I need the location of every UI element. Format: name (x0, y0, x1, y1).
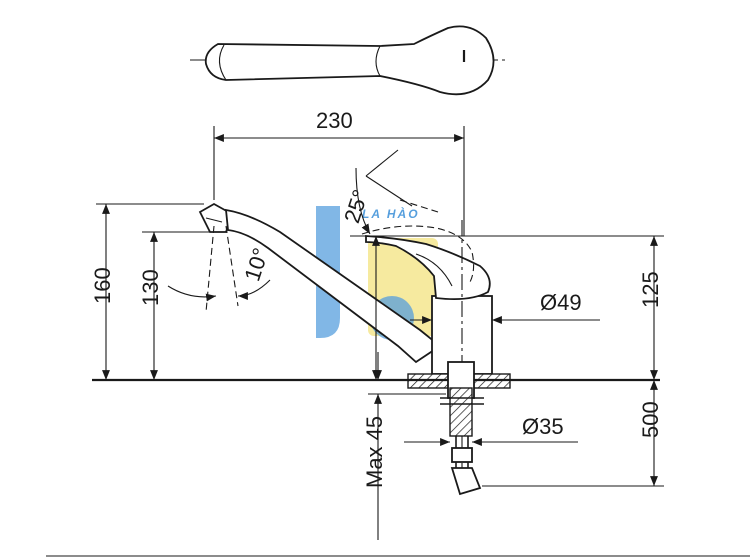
dimension-width-230: 230 (213, 108, 465, 236)
top-view-handle (190, 25, 508, 96)
watermark-text: LA HÀO (362, 206, 420, 221)
dimension-max-45: Max 45 (362, 352, 446, 540)
faucet-side-view (92, 202, 660, 496)
angle-25: 25° (339, 149, 439, 235)
dimension-diameter-35: Ø35 (404, 414, 578, 446)
label-130: 130 (138, 269, 163, 306)
label-max-45: Max 45 (362, 416, 387, 488)
label-500: 500 (638, 401, 663, 438)
label-10-degrees: 10° (239, 245, 273, 284)
label-160: 160 (90, 267, 115, 304)
dimension-diameter-49: Ø49 (410, 290, 600, 324)
label-230: 230 (316, 108, 353, 133)
dimension-height-160: 160 (90, 203, 204, 380)
dimension-height-125: 125 (350, 235, 664, 380)
label-diameter-49: Ø49 (540, 290, 582, 315)
dimension-height-130: 130 (138, 231, 210, 380)
dimension-hose-500: 500 (482, 380, 664, 487)
label-125: 125 (638, 271, 663, 308)
label-diameter-35: Ø35 (522, 414, 564, 439)
